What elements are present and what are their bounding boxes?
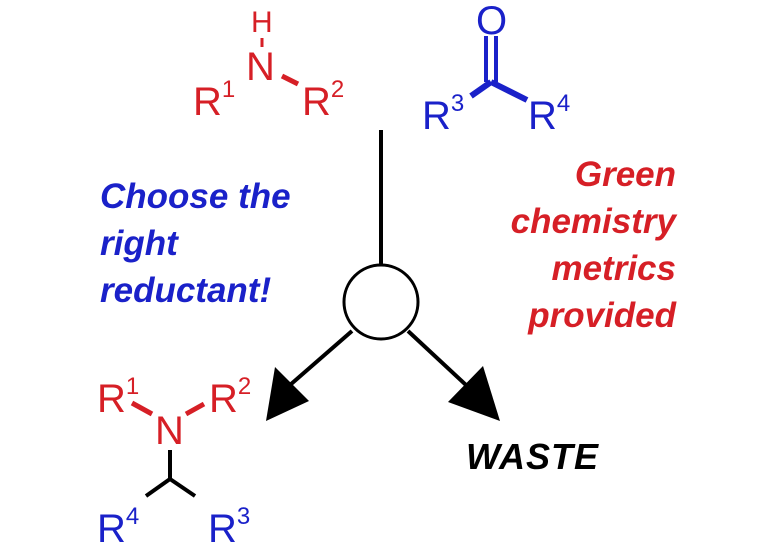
product-r3-group: R3 [208, 503, 251, 551]
green-chemistry-note-line3: metrics [551, 249, 676, 288]
reaction-node-circle [342, 263, 420, 341]
arrow-to-product-head [266, 367, 309, 421]
ketone-r4-group: R4 [528, 90, 571, 138]
ketone-c-r3-bond [469, 79, 493, 99]
arrow-to-product-shaft [288, 329, 354, 387]
product-c-r4-bond [144, 477, 172, 498]
product-c-r3-bond [168, 477, 197, 498]
arrow-to-waste-head [448, 366, 500, 421]
product-r4-group: R4 [97, 503, 140, 551]
amine-n-r2-bond [280, 73, 300, 87]
reductant-note-line1: Choose the [100, 177, 291, 216]
reductant-note-line2: right [100, 224, 178, 263]
product-r1-n-bond [130, 400, 154, 417]
green-chemistry-note-line1: Green [574, 155, 676, 194]
green-chemistry-note-line4: provided [528, 296, 676, 335]
ketone-o-atom: O [476, 0, 508, 43]
reductant-note: Choose the right reductant! [100, 173, 291, 314]
product-r1-group: R1 [97, 373, 140, 421]
ketone-r3-group: R3 [422, 90, 465, 138]
reductant-note-line3: reductant! [100, 271, 272, 310]
green-chemistry-note-line2: chemistry [510, 202, 676, 241]
product-r2-group: R2 [209, 373, 252, 421]
green-chemistry-note: Green chemistry metrics provided [478, 151, 676, 339]
arrow-to-waste-shaft [406, 329, 468, 387]
product-n-atom: N [155, 409, 184, 453]
reaction-scheme-graphics [130, 36, 529, 498]
product-n-r2-bond [184, 401, 206, 417]
ketone-c-r4-bond [489, 79, 529, 103]
amine-r2-group: R2 [302, 76, 345, 124]
amine-h-atom: H [251, 6, 273, 39]
amine-n-atom: N [246, 45, 275, 89]
waste-label: WASTE [466, 436, 600, 477]
amine-r1-group: R1 [193, 76, 236, 124]
